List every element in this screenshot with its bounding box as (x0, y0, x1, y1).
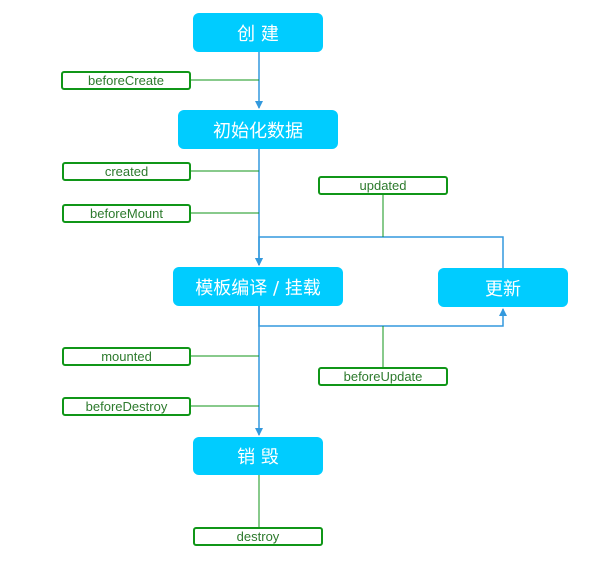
stage-destroy: 销 毁 (193, 437, 323, 475)
hook-mounted: mounted (62, 347, 191, 366)
hook-created: created (62, 162, 191, 181)
stage-create: 创 建 (193, 13, 323, 52)
hook-updated: updated (318, 176, 448, 195)
stage-update: 更新 (438, 268, 568, 307)
stage-init-data: 初始化数据 (178, 110, 338, 149)
hook-before-update: beforeUpdate (318, 367, 448, 386)
hook-before-create: beforeCreate (61, 71, 191, 90)
hook-before-destroy: beforeDestroy (62, 397, 191, 416)
flow-update-loop-back (255, 236, 504, 268)
hook-destroy: destroy (193, 527, 323, 546)
stage-compile-mount: 模板编译 / 挂载 (173, 267, 343, 306)
flow-mount-to-update (258, 306, 507, 327)
hook-before-mount: beforeMount (62, 204, 191, 223)
